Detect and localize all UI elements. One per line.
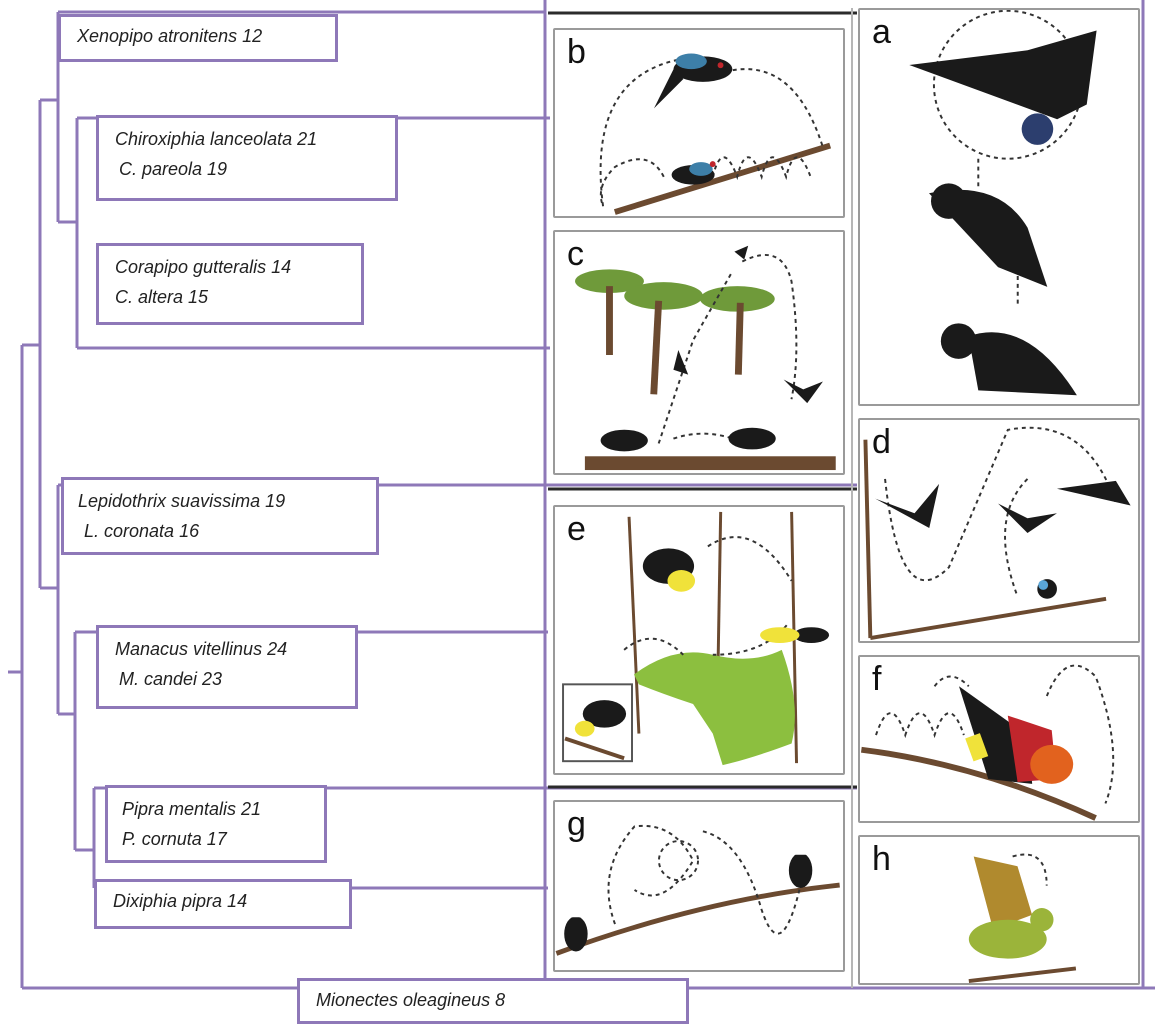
species-name: L. coronata 16: [78, 516, 360, 546]
species-name: P. cornuta 17: [122, 824, 308, 854]
display-illustration-b: [555, 30, 843, 216]
branch: [870, 599, 1106, 638]
display-illustration-g: [555, 802, 843, 970]
branch: [865, 440, 870, 638]
panel-d: d: [858, 418, 1140, 643]
species-name: Corapipo gutteralis 14: [115, 252, 345, 282]
bird-icon: [654, 53, 732, 108]
species-name: Mionectes oleagineus 8: [316, 985, 670, 1015]
panel-f: f: [858, 655, 1140, 823]
species-name: Manacus vitellinus 24: [115, 634, 339, 664]
label-manacus: Manacus vitellinus 24 M. candei 23: [96, 625, 358, 709]
species-name: M. candei 23: [115, 664, 339, 694]
species-name: C. pareola 19: [115, 154, 379, 184]
species-name: Chiroxiphia lanceolata 21: [115, 124, 379, 154]
species-name: Xenopipo atronitens 12: [77, 21, 319, 51]
label-dixiphia: Dixiphia pipra 14: [94, 879, 352, 929]
species-name: C. altera 15: [115, 282, 345, 312]
bird-icon: [909, 31, 1096, 396]
bird-icon: [969, 856, 1054, 958]
branch: [556, 885, 839, 953]
display-illustration-e: [555, 507, 843, 773]
flight-path: [659, 841, 698, 880]
label-mionectes: Mionectes oleagineus 8: [297, 978, 689, 1024]
foliage: [634, 650, 795, 765]
panel-h: h: [858, 835, 1140, 985]
panel-e: e: [553, 505, 845, 775]
display-illustration-f: [860, 657, 1138, 821]
species-name: Pipra mentalis 21: [122, 794, 308, 824]
label-chiroxiphia: Chiroxiphia lanceolata 21 C. pareola 19: [96, 115, 398, 201]
label-lepidothrix: Lepidothrix suavissima 19 L. coronata 16: [61, 477, 379, 555]
flight-path: [659, 255, 797, 444]
display-illustration-c: [555, 232, 843, 473]
bird-icon: [643, 548, 829, 643]
log: [585, 456, 836, 470]
branch: [969, 968, 1076, 981]
bird-icon: [959, 686, 1073, 784]
display-illustration-d: [860, 420, 1138, 641]
bird-icon: [672, 161, 716, 184]
display-illustration-h: [860, 837, 1138, 983]
label-corapipo: Corapipo gutteralis 14 C. altera 15: [96, 243, 364, 325]
panel-c: c: [553, 230, 845, 475]
species-name: Dixiphia pipra 14: [113, 886, 333, 916]
flight-path: [608, 826, 800, 934]
bird-icon: [875, 481, 1130, 599]
tree-icon: [575, 269, 775, 311]
label-xenopipo: Xenopipo atronitens 12: [58, 14, 338, 62]
species-name: Lepidothrix suavissima 19: [78, 486, 360, 516]
branch: [615, 146, 830, 213]
panel-b: b: [553, 28, 845, 218]
display-illustration-a: [860, 10, 1138, 404]
label-pipra: Pipra mentalis 21 P. cornuta 17: [105, 785, 327, 863]
panel-g: g: [553, 800, 845, 972]
panel-a: a: [858, 8, 1140, 406]
